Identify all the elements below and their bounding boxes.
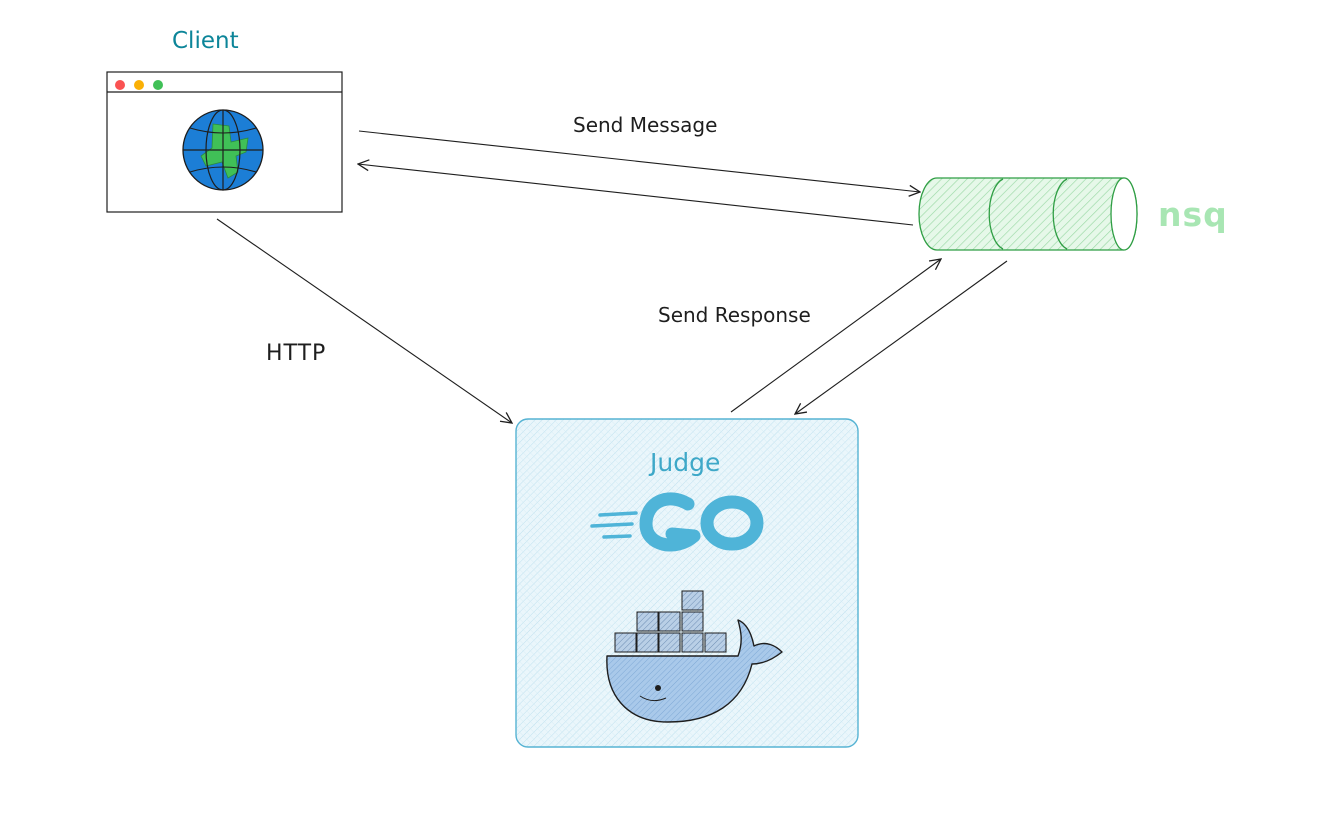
- arrow-client-to-nsq: [358, 130, 920, 192]
- send-response-label: Send Response: [658, 303, 811, 327]
- go-logo-icon: [590, 492, 764, 552]
- window-close-dot: [115, 80, 125, 90]
- window-maximize-dot: [153, 80, 163, 90]
- http-label: HTTP: [266, 341, 327, 366]
- arrow-judge-to-nsq: [730, 259, 941, 413]
- arrow-nsq-to-judge: [795, 260, 1008, 414]
- send-message-label: Send Message: [573, 113, 718, 137]
- client-node: [106, 71, 343, 213]
- edges: [216, 130, 1008, 423]
- judge-label: Judge: [650, 448, 721, 477]
- arrow-nsq-to-client: [358, 164, 914, 226]
- nsq-label: nsq: [1158, 195, 1228, 234]
- judge-box: [515, 418, 859, 748]
- queue-cylinder-icon: [918, 177, 1138, 251]
- docker-whale-icon: [606, 590, 783, 723]
- judge-node: [515, 418, 859, 748]
- window-minimize-dot: [134, 80, 144, 90]
- client-label: Client: [172, 28, 239, 54]
- globe-icon: [182, 109, 264, 191]
- arrow-client-to-judge: [216, 218, 512, 423]
